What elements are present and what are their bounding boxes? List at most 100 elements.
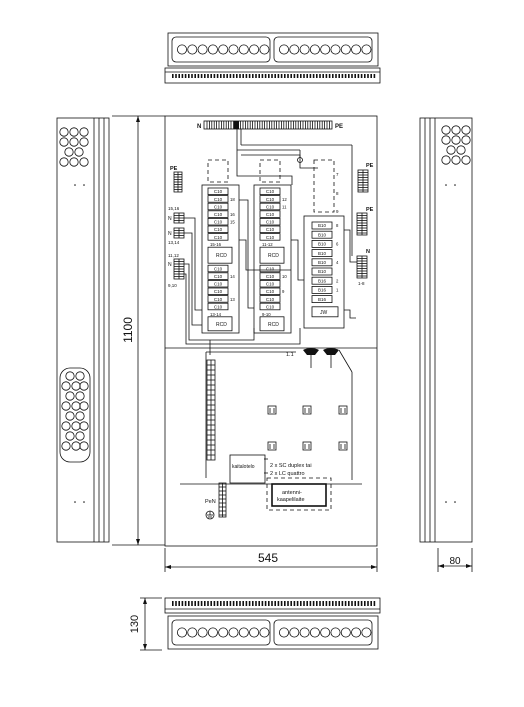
left-pe-label: PE	[170, 166, 178, 172]
tooth	[274, 74, 276, 78]
side-hole	[446, 145, 456, 155]
tooth	[319, 601, 321, 606]
tooth	[258, 74, 260, 78]
front-panel-outline	[164, 115, 378, 547]
breaker-module	[311, 295, 333, 304]
side-hole	[79, 157, 89, 167]
rcd-module	[207, 316, 233, 332]
left-n2-label: N	[168, 231, 172, 237]
tooth	[332, 601, 334, 606]
breaker-number: 8	[336, 223, 339, 228]
switch-right-icon	[323, 348, 339, 355]
outlet-icon	[338, 441, 348, 451]
tooth	[300, 74, 302, 78]
tooth	[261, 74, 264, 78]
breaker-module	[207, 187, 229, 195]
side-hole	[64, 147, 74, 157]
pen-label: PeN	[205, 499, 216, 505]
tooth	[319, 74, 321, 78]
tooth	[178, 601, 180, 606]
cable-hole	[299, 44, 310, 55]
breaker-number: 11	[282, 204, 287, 209]
rcd-label: RCD	[268, 322, 279, 328]
breaker-module	[207, 279, 229, 288]
right-pe-mid-label: PE	[366, 207, 374, 213]
tooth	[229, 601, 232, 606]
left-n3-label: N	[168, 262, 172, 268]
top-view	[164, 32, 381, 84]
cable-hole	[278, 44, 289, 55]
breaker-label: C10	[214, 297, 223, 302]
right-pe-terminal-ticks	[358, 170, 368, 192]
tooth	[175, 74, 177, 78]
breaker-module	[207, 302, 229, 311]
tooth	[207, 601, 209, 606]
tooth	[303, 74, 305, 78]
tooth	[264, 74, 267, 78]
tooth	[191, 601, 193, 606]
tooth	[268, 74, 270, 78]
side-hole	[79, 401, 89, 411]
pen-terminal-ticks	[219, 483, 226, 517]
jw-module	[311, 306, 339, 318]
tooth	[178, 74, 180, 78]
tooth	[351, 74, 353, 78]
right-side-frame	[419, 117, 473, 543]
dim-130-label: 130	[129, 615, 141, 633]
breaker-label: C10	[266, 304, 275, 309]
top-view-teeth	[172, 74, 376, 78]
switch-label: 1.1	[286, 352, 294, 358]
left-group-13-14-label: 13,14	[168, 240, 180, 245]
tooth	[184, 74, 187, 78]
breaker-label: C10	[214, 227, 223, 232]
breaker-label: B10	[318, 223, 327, 228]
tooth	[248, 74, 251, 78]
tooth	[216, 601, 219, 606]
side-hole	[61, 441, 71, 451]
left-side-holes-mid	[61, 371, 89, 451]
right-n-terminal-ticks	[357, 256, 367, 278]
outlet-icon	[302, 405, 312, 415]
tooth	[293, 601, 296, 606]
breaker-label: C10	[214, 282, 223, 287]
cable-hole	[228, 44, 239, 55]
breaker-module	[207, 287, 229, 295]
antenna-box-label-1: antenni-	[282, 490, 302, 496]
cable-hole	[320, 44, 331, 55]
cable-hole	[249, 44, 260, 55]
cable-hole	[289, 44, 300, 55]
breaker-number: 9	[282, 289, 285, 294]
side-hole	[441, 125, 451, 135]
rcd-range-label: 11-12	[262, 242, 273, 247]
breaker-module	[207, 264, 229, 273]
breaker-module	[311, 230, 333, 239]
breaker-number: 4	[336, 260, 339, 265]
breaker-module	[259, 195, 281, 203]
antenna-box-outer	[266, 477, 332, 511]
side-hole	[79, 137, 89, 147]
side-hole	[79, 127, 89, 137]
tooth	[328, 74, 331, 78]
rcd-range-label: 13-14	[210, 312, 222, 317]
tooth	[184, 601, 187, 606]
side-hole	[59, 127, 69, 137]
tooth	[328, 601, 331, 606]
tooth	[296, 601, 299, 606]
cable-spec-line-1: 2 x SC duplex tai	[270, 463, 312, 469]
tooth	[309, 601, 312, 606]
tooth	[354, 601, 356, 606]
side-hole	[69, 137, 79, 147]
tooth	[357, 601, 360, 606]
tooth	[255, 601, 257, 606]
tooth	[236, 601, 238, 606]
rcd-label: RCD	[216, 322, 227, 328]
tooth	[258, 601, 260, 606]
rcd-range-label: 15-16	[210, 242, 222, 247]
tooth	[261, 601, 264, 606]
tooth	[204, 601, 206, 606]
breaker-label: C10	[214, 266, 223, 271]
tooth	[197, 74, 200, 78]
